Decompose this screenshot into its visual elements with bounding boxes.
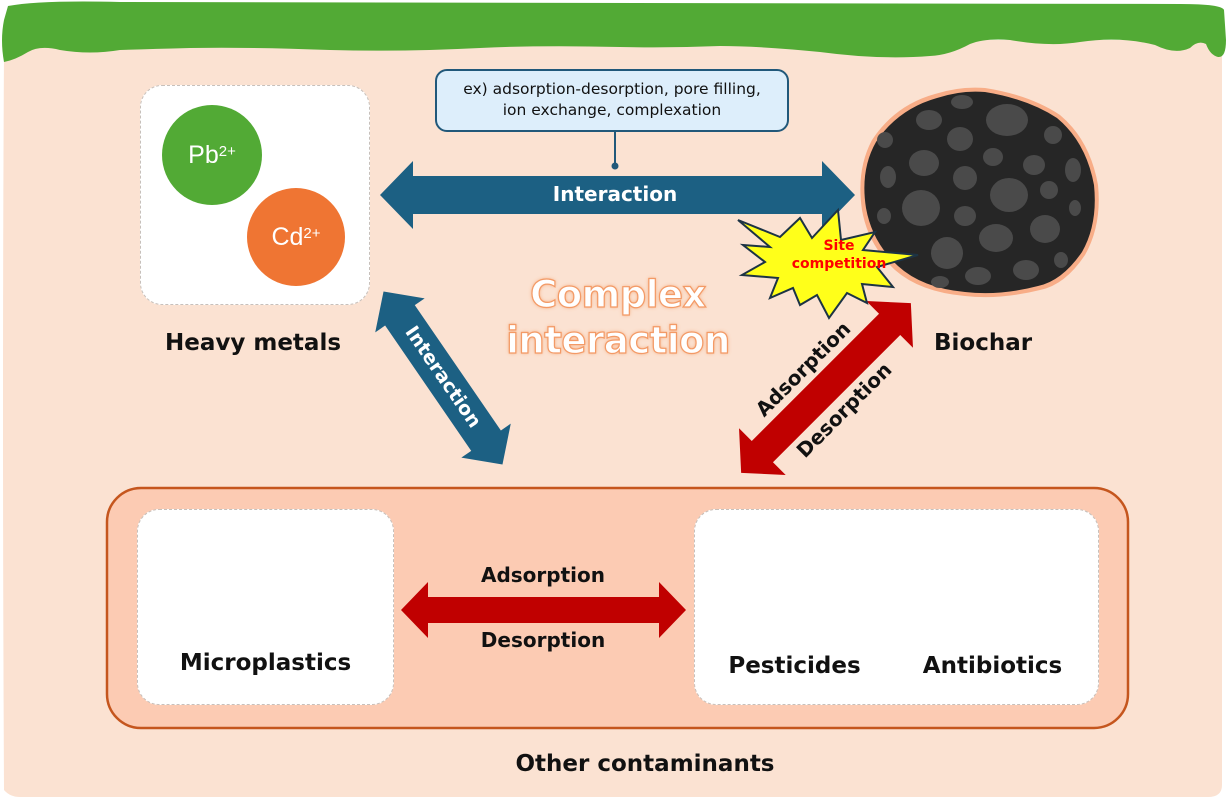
- biochar-particle: [860, 87, 1099, 298]
- site-competition-burst: [737, 207, 919, 320]
- interaction-label-horizontal: Interaction: [552, 182, 678, 206]
- chemicals-card: [694, 509, 1099, 705]
- biochar-label: Biochar: [934, 330, 1033, 356]
- mechanism-examples-note: ex) adsorption-desorption, pore filling,…: [435, 69, 789, 132]
- antibiotics-label: Antibiotics: [922, 653, 1063, 679]
- mechanism-examples-line2: ion exchange, complexation: [502, 101, 722, 119]
- complex-interaction-line1: Complex: [530, 272, 707, 316]
- grass-strip: [2, 1, 1226, 62]
- interaction-arrow-horizontal: [380, 161, 855, 229]
- cadmium-ion-charge: 2+: [303, 224, 321, 242]
- site-competition-line1: Site: [823, 238, 855, 254]
- pesticides-label: Pesticides: [728, 653, 861, 679]
- microplastics-card: [137, 509, 394, 705]
- site-competition-label: Site competition: [784, 237, 894, 273]
- adsorption-arrow-diagonal: [739, 301, 913, 475]
- complex-interaction-line2: interaction: [506, 318, 731, 362]
- heavy-metals-card: [140, 85, 370, 305]
- example-connector-dot: [611, 162, 619, 170]
- heavy-metals-label: Heavy metals: [165, 330, 342, 356]
- adsorption-label-horizontal: Adsorption: [480, 563, 605, 587]
- interaction-arrow-diagonal: [375, 291, 511, 465]
- cadmium-ion-symbol: Cd: [271, 222, 304, 251]
- desorption-label-horizontal: Desorption: [480, 628, 606, 652]
- other-contaminants-label: Other contaminants: [515, 751, 775, 777]
- complex-interaction-title: Complex interaction: [488, 272, 748, 364]
- lead-ion-symbol: Pb: [188, 140, 219, 169]
- site-competition-line2: competition: [791, 256, 887, 272]
- adsorption-arrow-horizontal: [401, 582, 686, 638]
- mechanism-examples-line1: ex) adsorption-desorption, pore filling,: [463, 80, 761, 98]
- lead-ion-charge: 2+: [218, 142, 236, 160]
- microplastics-label: Microplastics: [179, 650, 352, 676]
